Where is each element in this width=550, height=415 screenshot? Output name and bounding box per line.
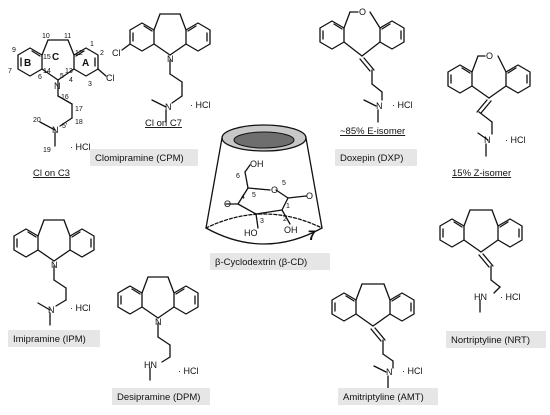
amitriptyline-structure (331, 283, 415, 389)
num-20: 20 (33, 117, 41, 124)
ring-c-label: C (52, 52, 59, 63)
hn-atom-nrt: HN (474, 292, 487, 302)
nortriptyline-label: Nortriptyline (NRT) (451, 335, 530, 346)
hcl-dxp-e: · HCl (392, 100, 413, 110)
n-amine-ipm: N (48, 305, 55, 315)
num-5: 5 (60, 73, 64, 80)
amitriptyline-label: Amitriptyline (AMT) (343, 392, 424, 403)
glycosidic-o-4: O (224, 199, 231, 209)
nortriptyline-structure (439, 209, 523, 313)
cd-num-6: 6 (236, 173, 240, 180)
cd-num-3: 3 (260, 218, 264, 225)
n-atom-ipm: N (51, 260, 58, 270)
num-19: 19 (43, 147, 51, 154)
n-atom-dxp-e: N (376, 101, 383, 111)
num-12: 12 (75, 50, 83, 57)
ring-a-label: A (82, 58, 89, 69)
num-14: 14 (43, 68, 51, 75)
n-atom-amt: N (386, 367, 393, 377)
n5-atom: N (54, 81, 61, 91)
num-13: 13 (65, 68, 73, 75)
num-17: 17 (75, 106, 83, 113)
ring-o-atom: O (271, 185, 278, 195)
cd-num-4: 4 (241, 194, 245, 201)
doxepin-z-structure (447, 55, 531, 157)
num-2: 2 (100, 50, 104, 57)
num-9: 9 (12, 47, 16, 54)
num-6: 6 (38, 74, 42, 81)
hn-atom-dpm: HN (144, 360, 157, 370)
n-atom-dxp-z: N (484, 135, 491, 145)
cyclodextrin-cone (205, 124, 323, 245)
desipramine-structure (117, 276, 199, 381)
num-18: 18 (75, 119, 83, 126)
desipramine-label-box (112, 388, 210, 405)
hcl-nrt: · HCl (500, 292, 521, 302)
hcl-dxp-z: · HCl (505, 135, 526, 145)
hcl-clomipramine-numbered: · HCl (70, 142, 91, 152)
ring-b-label: B (24, 58, 31, 69)
nortriptyline-label-box (446, 331, 546, 348)
z-isomer-label: 15% Z-isomer (452, 168, 511, 179)
n-atom-dpm: N (155, 317, 162, 327)
cyclodextrin-label-box (210, 253, 330, 270)
doxepin-label: Doxepin (DXP) (340, 153, 403, 164)
num-7: 7 (8, 68, 12, 75)
num-5prime: 5' (62, 123, 67, 130)
cd-num-5: 5 (252, 192, 256, 199)
hcl-ipm: · HCl (70, 303, 91, 313)
doxepin-e-structure (319, 11, 405, 123)
clomipramine-label: Clomipramine (CPM) (95, 153, 184, 164)
cl-on-c7-label: Cl on C7 (145, 118, 182, 129)
num-16: 16 (61, 94, 69, 101)
num-11: 11 (64, 33, 71, 40)
cd-unit-count: 7 (308, 227, 316, 243)
cl-atom-c3: Cl (106, 73, 115, 83)
n5prime-atom: N (52, 125, 59, 135)
glucose-unit (225, 164, 307, 229)
cd-num-5b: 5 (282, 180, 286, 187)
n-atom-cpm-c7: N (167, 54, 174, 64)
e-isomer-label: ~85% E-isomer (340, 126, 405, 137)
num-1: 1 (90, 41, 94, 48)
cd-num-2: 2 (283, 216, 287, 223)
ho-atom-c3: HO (244, 228, 258, 238)
num-4: 4 (69, 77, 73, 84)
cd-num-1: 1 (286, 203, 290, 210)
num-3: 3 (88, 81, 92, 88)
cyclodextrin-label: β-Cyclodextrin (β-CD) (215, 257, 307, 268)
glycosidic-o-1: O (306, 191, 313, 201)
oh-atom-c6: OH (250, 159, 264, 169)
clomipramine-c7-structure (121, 13, 211, 123)
cl-on-c3-label: Cl on C3 (33, 168, 70, 179)
imipramine-label: Imipramine (IPM) (13, 334, 86, 345)
hcl-amt: · HCl (402, 366, 423, 376)
clomipramine-numbered-structure (17, 39, 107, 147)
cl-atom-c7: Cl (112, 48, 121, 58)
amitriptyline-label-box (338, 388, 438, 405)
imipramine-structure (13, 219, 95, 326)
hcl-dpm: · HCl (178, 366, 199, 376)
oh-atom-c2: OH (284, 225, 298, 235)
num-15: 15 (43, 54, 51, 61)
hcl-cpm-c7: · HCl (190, 100, 211, 110)
desipramine-label: Desipramine (DPM) (117, 392, 200, 403)
o-atom-dxp-e: O (359, 7, 366, 17)
clomipramine-label-box (90, 149, 198, 166)
doxepin-label-box (335, 149, 417, 166)
num-10: 10 (42, 33, 50, 40)
n-amine-cpm-c7: N (165, 102, 172, 112)
imipramine-label-box (8, 330, 100, 347)
o-atom-dxp-z: O (486, 51, 493, 61)
